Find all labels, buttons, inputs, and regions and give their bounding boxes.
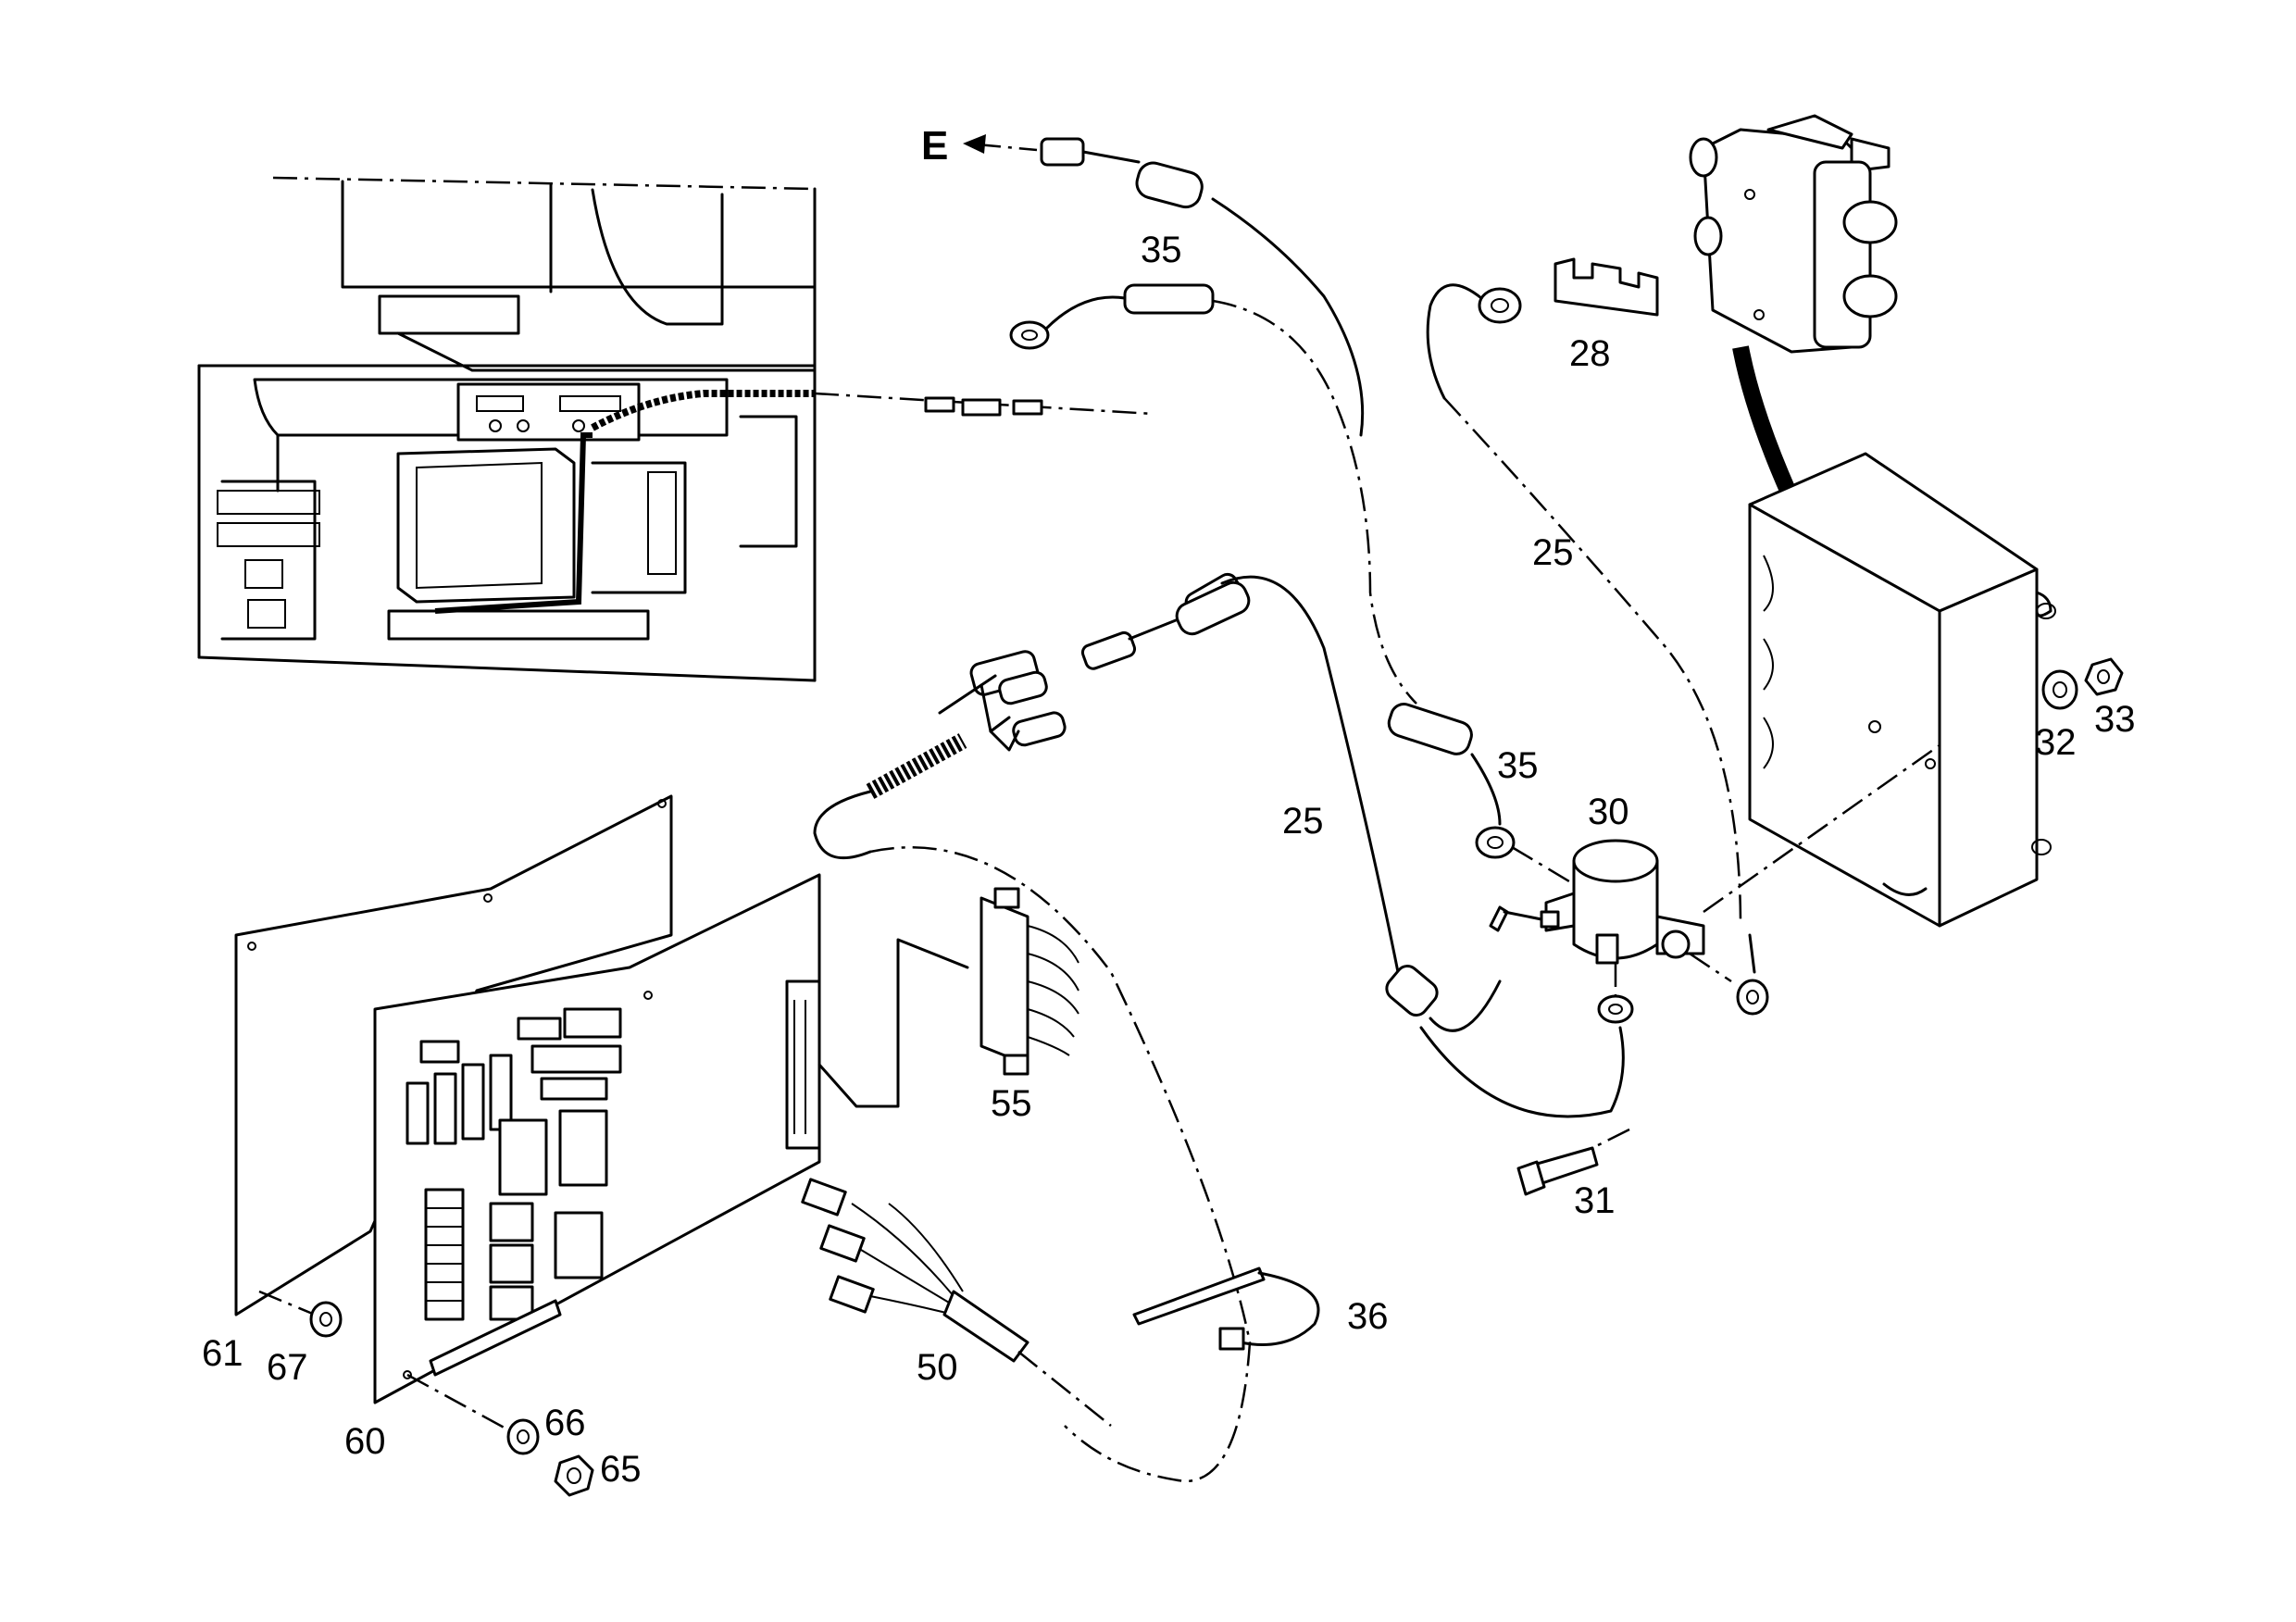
subd-connector-55 [980, 887, 1079, 1076]
washer-67 [258, 1290, 343, 1338]
nut-65 [554, 1454, 594, 1497]
callout-36: 36 [1347, 1296, 1389, 1337]
callout-31: 31 [1574, 1180, 1616, 1221]
ring-terminal-right [1689, 743, 1940, 1016]
nut-33 [2084, 657, 2124, 696]
callout-50: 50 [917, 1347, 958, 1388]
ground-strap-25-upper [1426, 283, 1742, 927]
callout-25-lower: 25 [1282, 801, 1324, 842]
callout-30: 30 [1588, 792, 1629, 832]
connector-center [1080, 580, 1251, 670]
back-plate-61 [234, 794, 673, 1316]
machine-console-inset [197, 176, 1154, 682]
control-housing-box [1748, 452, 2056, 928]
callout-66: 66 [544, 1403, 586, 1443]
callout-28: 28 [1569, 333, 1611, 374]
callout-labels: 35 28 25 35 30 25 32 33 31 55 36 50 61 6… [202, 230, 2136, 1490]
callout-35-upper: 35 [1141, 230, 1182, 270]
callout-60: 60 [344, 1421, 386, 1462]
callout-67: 67 [267, 1347, 308, 1388]
direction-e-arrow: E [921, 123, 1038, 168]
callout-65: 65 [600, 1449, 642, 1490]
relay-socket-block [1689, 114, 1898, 593]
connector-harness [813, 650, 1252, 1483]
callout-55: 55 [991, 1083, 1032, 1124]
cable-harness-50 [801, 1178, 1112, 1427]
callout-32: 32 [2035, 722, 2077, 763]
callout-61: 61 [202, 1333, 243, 1374]
ground-strap-25-lower [1184, 572, 1634, 1118]
connector-35-lower [1387, 703, 1575, 886]
solenoid-30 [1489, 839, 1705, 965]
bracket-28 [1554, 257, 1659, 317]
washer-66 [406, 1373, 540, 1455]
connector-35-upper [1040, 137, 1365, 437]
callout-33: 33 [2094, 699, 2136, 740]
direction-label-e: E [921, 123, 948, 168]
cable-tie-36 [1132, 1266, 1320, 1351]
callout-35-lower: 35 [1497, 745, 1539, 786]
washer-32 [2041, 669, 2078, 710]
circuit-board-60 [373, 873, 969, 1404]
ring-terminal-cable-upper [1009, 283, 1417, 705]
callout-25-upper: 25 [1532, 532, 1574, 573]
bolt-31 [1516, 1128, 1630, 1196]
